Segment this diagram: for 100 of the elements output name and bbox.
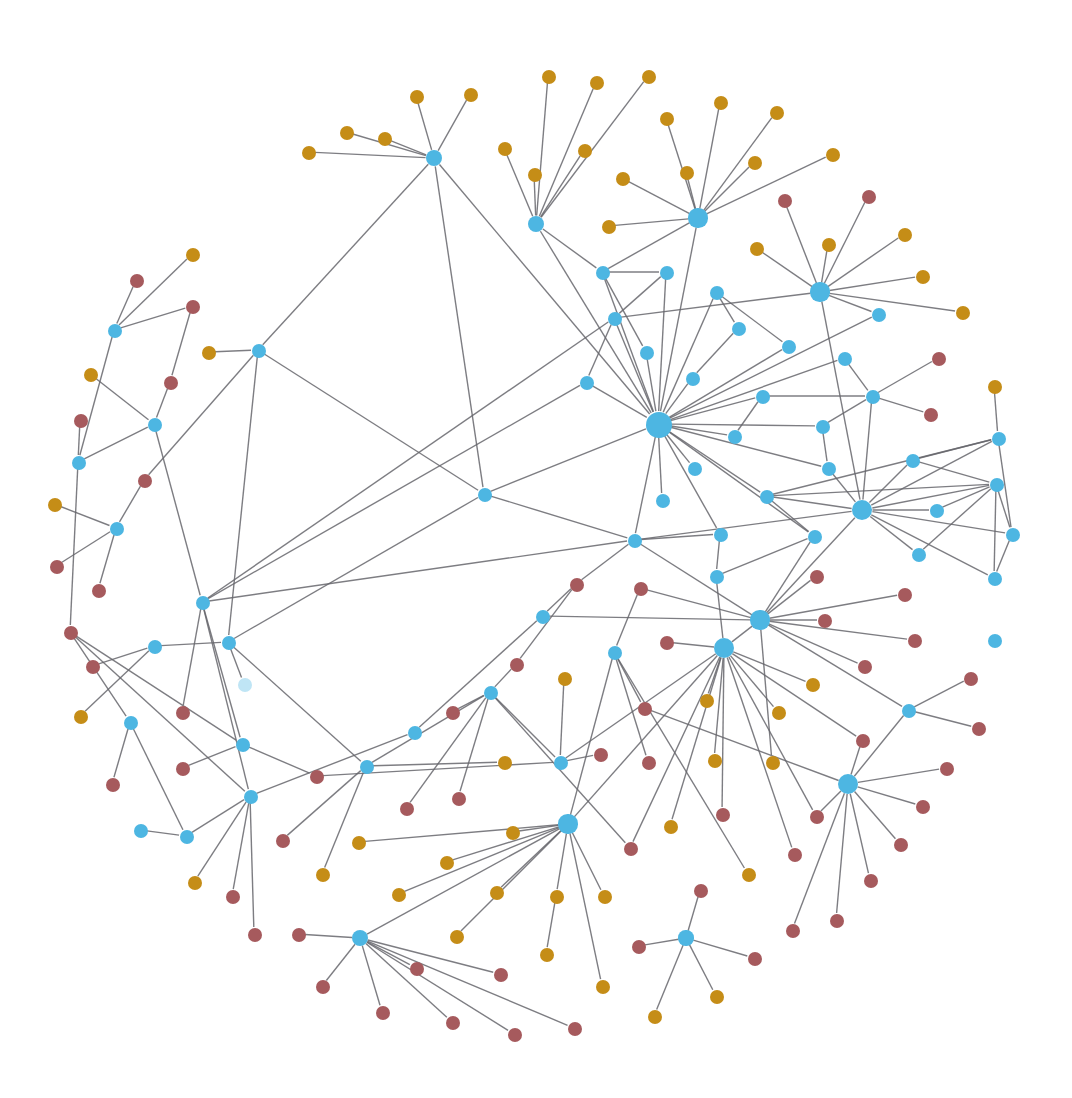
link-line [646, 589, 752, 619]
graph-node [445, 705, 459, 719]
link-line [207, 384, 581, 600]
link-line [494, 696, 627, 844]
graph-node [49, 559, 63, 573]
link-line [608, 271, 660, 273]
link-line [761, 251, 813, 288]
link-line [850, 745, 861, 776]
graph-node [685, 371, 699, 385]
link-line [304, 933, 353, 939]
link-line [214, 349, 252, 353]
graph-node [593, 747, 607, 761]
link-line [500, 829, 562, 888]
link-line [877, 360, 933, 394]
graph-node [133, 823, 147, 837]
link-line [670, 425, 728, 436]
link-line [764, 541, 811, 613]
graph-node [409, 89, 423, 103]
graph-node [463, 87, 477, 101]
graph-node [915, 269, 929, 283]
graph-node [769, 105, 783, 119]
graph-node [647, 1009, 661, 1023]
graph-node [1005, 527, 1019, 541]
graph-node [163, 375, 177, 389]
link-line [147, 354, 255, 476]
link-line [77, 426, 81, 456]
link-line [409, 696, 487, 804]
link-line [417, 102, 433, 151]
graph-node [659, 635, 673, 649]
graph-node [243, 789, 257, 803]
graph-node [989, 477, 1003, 491]
graph-node [553, 755, 567, 769]
link-line [118, 485, 142, 523]
graph-node [589, 75, 603, 89]
graph-node [641, 69, 655, 83]
graph-node [497, 141, 511, 155]
link-line [232, 645, 362, 763]
link-line [403, 826, 560, 893]
graph-node [713, 527, 727, 541]
graph-node [509, 657, 523, 671]
link-line [548, 615, 752, 621]
link-line [160, 641, 222, 647]
graph-node [535, 609, 549, 623]
link-line [707, 656, 722, 695]
graph-node [633, 581, 647, 595]
graph-node [558, 814, 578, 834]
link-line [263, 353, 479, 491]
graph-node [991, 431, 1005, 445]
graph-node [771, 705, 785, 719]
link-line [856, 786, 916, 805]
link-line [494, 696, 556, 758]
link-line [768, 395, 866, 397]
link-line [793, 792, 846, 925]
graph-node [147, 417, 161, 431]
graph-node [175, 761, 189, 775]
graph-node [955, 305, 969, 319]
link-line [657, 436, 663, 494]
graph-node [221, 635, 235, 649]
link-line [659, 226, 697, 412]
graph-node [275, 833, 289, 847]
link-line [116, 285, 134, 325]
link-line [828, 294, 873, 313]
graph-node [195, 595, 209, 609]
link-line [536, 82, 549, 217]
graph-node [425, 149, 443, 167]
link-line [821, 300, 861, 501]
link-line [918, 461, 990, 483]
graph-node [377, 131, 391, 145]
link-line [262, 163, 429, 346]
link-line [669, 359, 839, 421]
graph-node [659, 265, 673, 279]
link-line [668, 430, 761, 493]
graph-node [527, 215, 545, 233]
graph-node [352, 930, 368, 946]
graph-node [747, 155, 761, 169]
link-line [669, 426, 822, 467]
link-line [155, 387, 169, 419]
graph-node [607, 311, 621, 325]
link-line [191, 799, 245, 833]
link-line [367, 939, 494, 973]
link-line [731, 652, 857, 737]
link-line [913, 680, 965, 708]
graph-node [931, 351, 945, 365]
graph-node [815, 419, 829, 433]
link-line [705, 156, 827, 215]
graph-node [85, 659, 99, 673]
link-line [73, 637, 127, 717]
link-line [233, 496, 479, 640]
graph-node [63, 625, 77, 639]
graph-node [105, 777, 119, 791]
graph-node [987, 633, 1001, 647]
graph-node [781, 339, 795, 353]
graph-node [73, 413, 87, 427]
link-line [120, 307, 186, 329]
link-line [669, 397, 756, 422]
link-line [768, 623, 859, 664]
graph-node [391, 887, 405, 901]
graph-node [759, 489, 773, 503]
link-line [667, 123, 696, 210]
graph-node [645, 411, 671, 437]
